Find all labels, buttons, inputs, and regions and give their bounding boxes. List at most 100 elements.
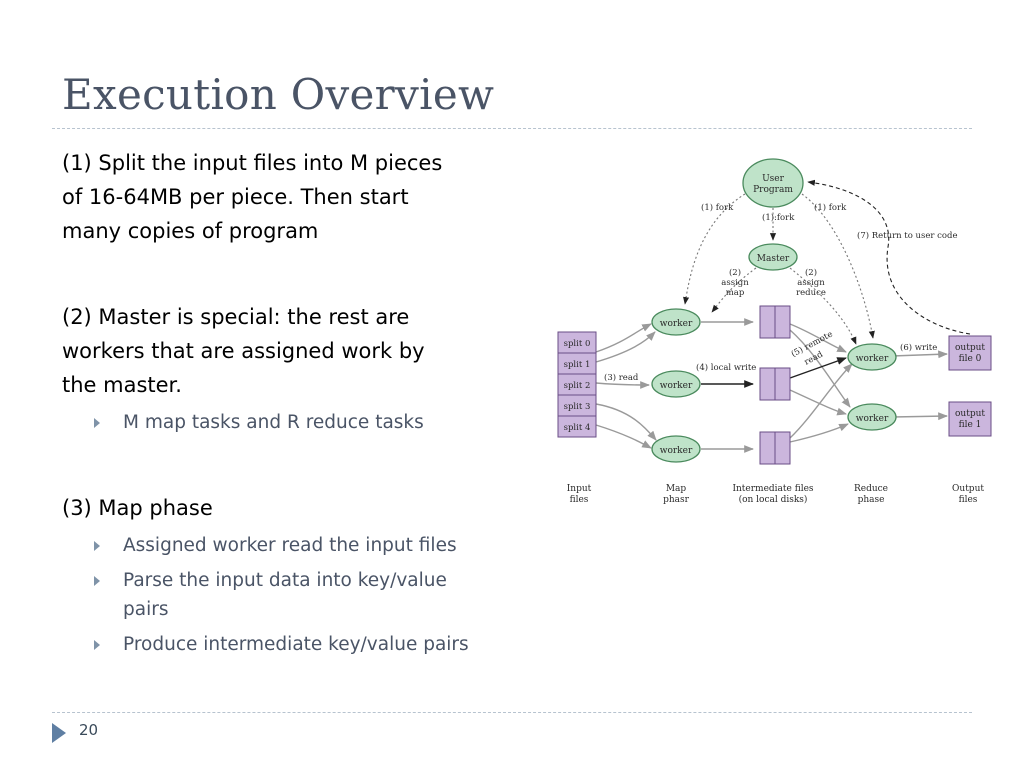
shuffle-arrow — [789, 423, 849, 443]
split-file — [557, 415, 597, 438]
split-label: split 3 — [564, 402, 591, 412]
write-arrow — [891, 412, 948, 421]
return-label: (7) Return to user code — [857, 230, 958, 241]
split-label: split 4 — [564, 423, 591, 433]
write-label: (6) write — [900, 342, 937, 353]
output-file-label: output — [955, 343, 985, 353]
fork-arrow-right — [801, 193, 875, 339]
stage-label: Output — [952, 484, 984, 494]
footer-divider — [52, 712, 972, 713]
fork-arrow-left — [683, 193, 746, 305]
write-arrow — [891, 350, 948, 359]
return-arrow — [807, 179, 971, 335]
intermediate-file — [759, 305, 791, 339]
user-program-node — [742, 158, 804, 208]
worker-label: worker — [660, 319, 693, 329]
bullet-arrow-icon — [94, 640, 100, 650]
slide-content: (1) Split the input files into M pieces … — [62, 146, 512, 665]
stage-label: Intermediate files — [732, 484, 813, 494]
output-file — [948, 401, 992, 437]
map-worker-node — [651, 308, 701, 336]
assign-reduce-label: (2) — [805, 267, 817, 278]
title-divider — [52, 128, 972, 129]
fork-center-label: (1):fork — [762, 212, 795, 223]
mapreduce-diagram: User Program Master worker worker worker… — [557, 158, 992, 505]
shuffle-arrow — [789, 363, 853, 439]
shuffle-arrow — [789, 329, 851, 408]
shuffle-arrow — [789, 323, 847, 353]
intermediate-file — [759, 367, 791, 401]
stage-label: phase — [858, 495, 885, 505]
bullet-text: M map tasks and R reduce tasks — [123, 412, 424, 433]
bullet-text: Parse the input data into key/value — [123, 570, 447, 591]
assign-reduce-label: reduce — [796, 288, 826, 298]
assign-map-label: assign — [721, 278, 749, 288]
map-worker-node — [651, 435, 701, 463]
stage-label: (on local disks) — [739, 494, 808, 505]
paragraph-line: (2) Master is special: the rest are — [62, 305, 410, 329]
paragraph-line: the master. — [62, 373, 182, 397]
paragraph-2: (2) Master is special: the rest are work… — [62, 300, 512, 402]
reduce-worker-node — [847, 403, 897, 431]
stage-label: Map — [666, 484, 687, 494]
output-file — [948, 335, 992, 371]
assign-map-arrow — [711, 267, 757, 313]
reduce-worker-node — [847, 343, 897, 371]
assign-map-label: map — [726, 288, 745, 298]
input-arrow — [595, 403, 657, 441]
stage-label: Input — [567, 484, 592, 494]
paragraph-1: (1) Split the input files into M pieces … — [62, 146, 512, 248]
fork-left-label: (1) fork — [701, 202, 734, 213]
bullet-text: pairs — [123, 599, 169, 620]
paragraph-3: (3) Map phase — [62, 491, 512, 525]
input-arrow — [595, 424, 652, 449]
user-program-label: Program — [753, 185, 793, 195]
remote-read-arrow — [789, 357, 847, 379]
bullet-item: Parse the input data into key/value pairs — [62, 566, 512, 624]
input-arrow — [595, 323, 652, 353]
paragraph-line: workers that are assigned work by — [62, 339, 425, 363]
stage-label: Reduce — [854, 484, 888, 494]
assign-reduce-label: assign — [797, 278, 825, 288]
paragraph-line: (3) Map phase — [62, 496, 213, 520]
stage-label: files — [570, 495, 589, 505]
page-marker-icon — [52, 723, 66, 743]
bullet-item: Assigned worker read the input files — [62, 531, 512, 560]
bullet-arrow-icon — [94, 576, 100, 586]
read-label: (3) read — [604, 372, 639, 383]
slide-title: Execution Overview — [62, 70, 495, 119]
worker-label: worker — [660, 446, 693, 456]
bullet-item: M map tasks and R reduce tasks — [62, 408, 512, 437]
worker-label: worker — [856, 414, 889, 424]
bullet-text: Produce intermediate key/value pairs — [123, 634, 469, 655]
split-label: split 1 — [564, 360, 591, 370]
paragraph-3-bullets: Assigned worker read the input files Par… — [62, 531, 512, 659]
intermediate-file — [759, 431, 791, 465]
user-program-label: User — [762, 174, 785, 184]
split-label: split 2 — [564, 381, 591, 391]
output-file-label: file 1 — [959, 420, 982, 430]
input-arrow — [595, 331, 656, 363]
master-label: Master — [757, 254, 790, 264]
stage-label: files — [959, 495, 978, 505]
split-label: split 0 — [564, 339, 591, 349]
assign-reduce-arrow — [789, 267, 857, 345]
output-file-label: output — [955, 409, 985, 419]
output-file-label: file 0 — [959, 354, 982, 364]
bullet-arrow-icon — [94, 418, 100, 428]
input-splits: split 0 split 1 split 2 split 3 split 4 — [557, 331, 597, 438]
map-worker-node — [651, 370, 701, 398]
bullet-arrow-icon — [94, 541, 100, 551]
fork-right-label: (1) fork — [814, 202, 847, 213]
bullet-text: Assigned worker read the input files — [123, 535, 457, 556]
worker-label: worker — [660, 381, 693, 391]
input-arrow — [595, 381, 650, 389]
paragraph-line: of 16-64MB per piece. Then start — [62, 185, 409, 209]
bullet-item: Produce intermediate key/value pairs — [62, 630, 512, 659]
assign-map-label: (2) — [729, 267, 741, 278]
paragraph-line: many copies of program — [62, 219, 319, 243]
local-write-label: (4) local write — [696, 362, 756, 373]
page-number: 20 — [79, 721, 99, 739]
stage-label: phasr — [663, 495, 690, 505]
worker-label: worker — [856, 354, 889, 364]
